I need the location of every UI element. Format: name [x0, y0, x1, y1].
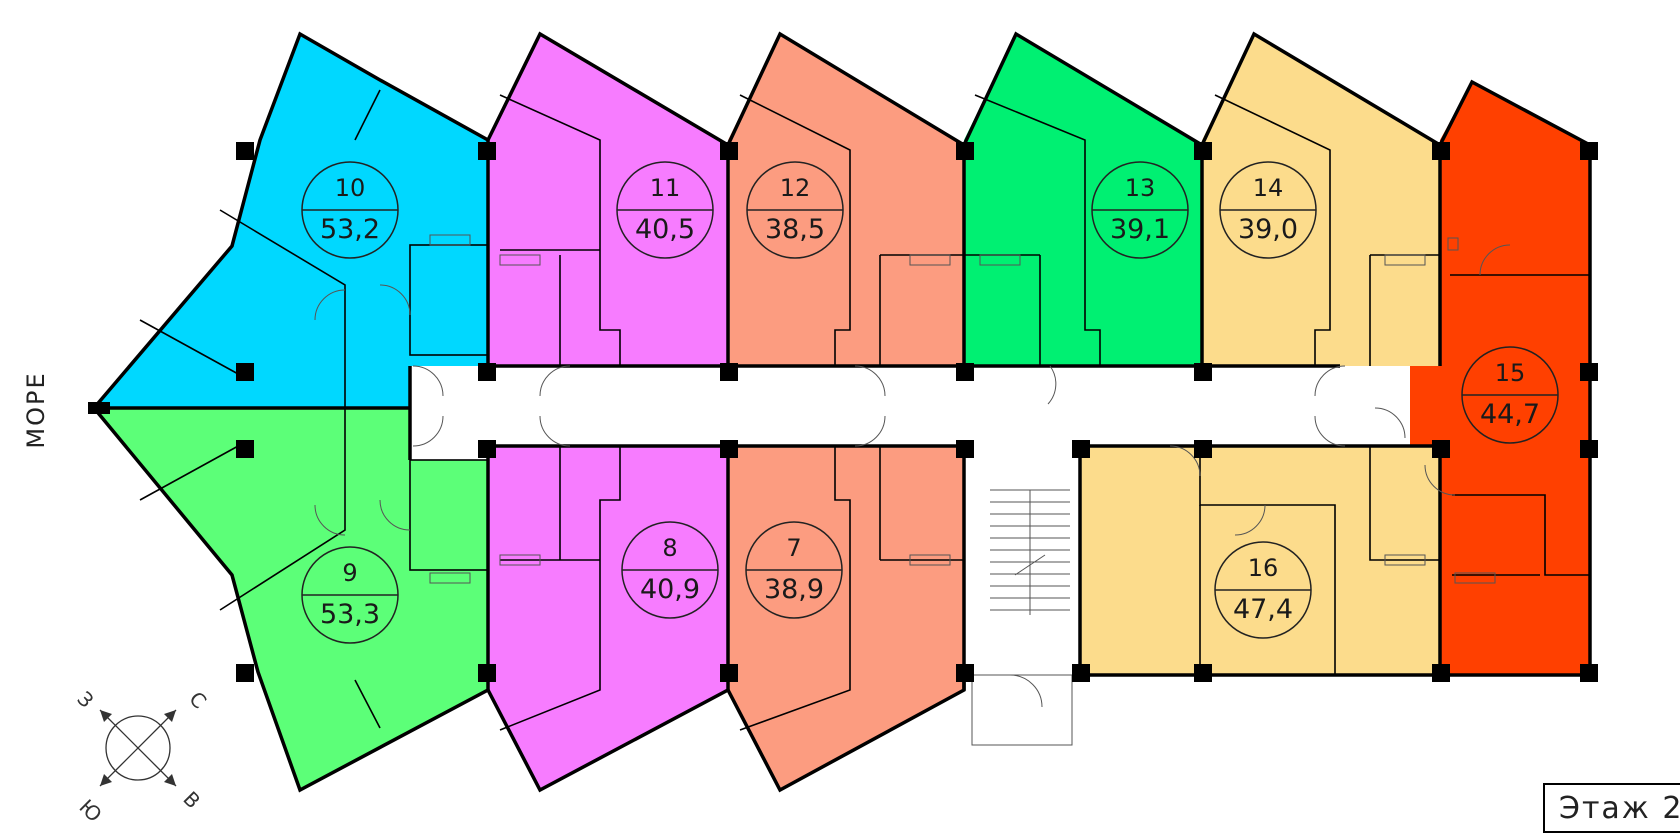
apartment-7-number: 7 — [786, 534, 801, 562]
apartment-7-label: 7 38,9 — [745, 521, 843, 619]
apartment-9-label: 9 53,3 — [301, 546, 399, 644]
apartment-14-area[interactable] — [1202, 34, 1440, 366]
apartment-15-label: 15 44,7 — [1461, 346, 1559, 444]
door-swings — [314, 244, 1511, 536]
balcony-windows — [429, 234, 1496, 584]
apartment-8-label: 8 40,9 — [621, 521, 719, 619]
apartment-10-label: 10 53,2 — [301, 161, 399, 259]
compass-s: Ю — [74, 795, 106, 827]
compass-w: З — [72, 687, 98, 713]
apartment-13-sqm: 39,1 — [1110, 214, 1170, 245]
apartment-12-number: 12 — [780, 174, 811, 202]
sea-direction-label: МОРЕ — [22, 371, 50, 449]
apartment-16-area[interactable] — [1080, 446, 1440, 675]
apartment-10-area[interactable] — [94, 34, 500, 408]
outer-walls — [92, 31, 1592, 793]
apartment-7-area[interactable] — [728, 446, 964, 790]
apartment-10-sqm: 53,2 — [320, 214, 380, 245]
apartment-12-area[interactable] — [728, 34, 964, 366]
apartment-14-sqm: 39,0 — [1238, 214, 1298, 245]
apartment-13-number: 13 — [1125, 174, 1156, 202]
apartment-14-label: 14 39,0 — [1219, 161, 1317, 259]
apartment-16-number: 16 — [1248, 554, 1279, 582]
apartment-fills — [94, 34, 1590, 790]
compass-e: В — [178, 787, 205, 814]
apartment-8-number: 8 — [662, 534, 677, 562]
structural-columns — [88, 142, 1598, 682]
floor-label: Этаж 2 — [1559, 791, 1680, 826]
apartment-9-sqm: 53,3 — [320, 599, 380, 630]
apartment-11-label: 11 40,5 — [616, 161, 714, 259]
apartment-8-area[interactable] — [488, 446, 728, 790]
apartment-9-number: 9 — [342, 559, 357, 587]
apartment-13-label: 13 39,1 — [1091, 161, 1189, 259]
apartment-11-sqm: 40,5 — [635, 214, 695, 245]
staircase — [971, 489, 1073, 746]
apartment-7-sqm: 38,9 — [764, 574, 824, 605]
apartment-13-area[interactable] — [964, 34, 1202, 366]
apartment-12-label: 12 38,5 — [746, 161, 844, 259]
apartment-14-number: 14 — [1253, 174, 1284, 202]
apartment-15-sqm: 44,7 — [1480, 399, 1540, 430]
apartment-8-sqm: 40,9 — [640, 574, 700, 605]
apartment-15-number: 15 — [1495, 359, 1526, 387]
apartment-12-sqm: 38,5 — [765, 214, 825, 245]
apartment-labels: 10 53,2 11 40,5 12 38,5 13 39,1 14 39,0 — [301, 161, 1559, 644]
apartment-16-label: 16 47,4 — [1214, 541, 1312, 639]
apartment-16-sqm: 47,4 — [1233, 594, 1293, 625]
floor-indicator: Этаж 2 — [1543, 783, 1680, 833]
apartment-11-number: 11 — [650, 174, 681, 202]
corridor — [410, 366, 1410, 681]
apartment-10-number: 10 — [335, 174, 366, 202]
compass-n: С — [184, 687, 211, 714]
compass-icon: С В Ю З — [72, 687, 211, 827]
apartment-11-area[interactable] — [488, 34, 728, 366]
apartment-9-area[interactable] — [94, 408, 488, 790]
